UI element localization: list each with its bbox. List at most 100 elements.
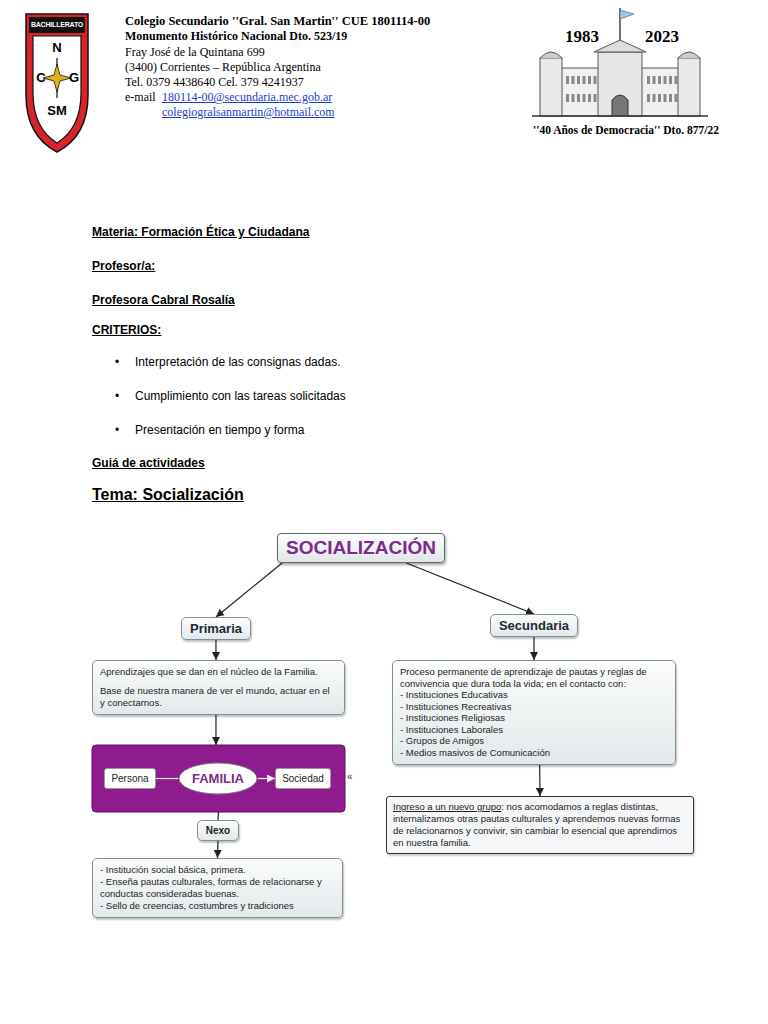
topic-heading: Tema: Socialización [92,486,244,504]
pediment [594,40,646,52]
side-dome [540,52,562,58]
node-text: Aprendizajes que se dan en el núcleo de … [100,666,337,678]
concept-box: Sociedad [275,768,331,789]
ground-line [532,115,708,117]
node-line: - Sello de creencias, costumbres y tradi… [100,900,335,912]
connector [539,765,541,796]
criteria-item: Presentación en tiempo y forma [135,423,304,437]
building-window [594,94,597,102]
node-text: Persona [111,773,148,784]
node-line: - Instituciones Religiosas [400,712,668,724]
node-line: - Enseña pautas culturales, formas de re… [100,876,335,900]
address: Fray José de la Quintana 699 [125,45,265,60]
side-dome [678,52,700,58]
school-logo [26,14,88,152]
building-window [583,94,586,102]
connector [406,563,534,614]
activities-heading: Guiá de actividades [92,456,205,470]
node-line: - Instituciones Laborales [400,724,668,736]
ellipse-shape [179,763,257,794]
door-arch [612,95,628,116]
node-text: Primaria [190,621,242,636]
building-window [572,76,575,84]
concept-box: - Institución social básica, primera.- E… [92,858,343,918]
logo-letter: SM [47,103,67,118]
symbol-mark: « [347,771,353,782]
school-name: Colegio Secundario ''Gral. San Martin'' … [125,14,430,29]
side-wing [540,58,562,116]
concept-box: Persona [104,768,155,789]
node-text: Nexo [206,825,230,836]
node-text: Secundaria [499,618,569,633]
node-line: - Instituciones Educativas [400,689,668,701]
building-window [669,94,672,102]
email-link: 180114-00@secundaria.mec.gob.ar [162,90,332,105]
building-illustration [532,8,708,116]
building-window [653,94,656,102]
address: (3400) Corrientes – República Argentina [125,60,321,75]
node-line: - Instituciones Recreativas [400,701,668,713]
building-tower [598,52,642,116]
school-decree: Monumento Histórico Nacional Dto. 523/19 [125,29,347,44]
node-text: Proceso permanente de aprendizaje de pau… [400,666,668,689]
building-window [566,94,569,102]
logo-letter: C [36,70,45,85]
family-ellipse: FAMILIA [178,762,258,795]
bullet: • [115,355,119,369]
family-band: Persona FAMILIA Sociedad [92,745,345,812]
node-text: SOCIALIZACIÓN [286,537,436,559]
connector [258,778,275,779]
connector [533,637,534,660]
building-window [588,94,591,102]
email-link: colegiogralsanmartin@hotmail.com [162,105,335,120]
shield-banner [29,17,85,33]
connector [217,841,219,858]
teacher-heading: Profesor/a: [92,259,155,273]
concept-box: Proceso permanente de aprendizaje de pau… [392,660,676,765]
building-window [572,94,575,102]
title-box: SOCIALIZACIÓN [277,533,445,563]
logo-letter: G [69,70,79,85]
anniversary-caption: ''40 Años de Democracia'' Dto. 877/22 [533,124,719,136]
bullet: • [115,423,119,437]
shield-inner [33,36,81,143]
side-wing [678,58,700,116]
building-window [594,76,597,84]
teacher-name: Profesora Cabral Rosalía [92,293,235,307]
connector [215,715,216,745]
building-window [566,76,569,84]
criteria-heading: CRITERIOS: [92,323,161,337]
link-box: Nexo [197,820,239,841]
connector [215,640,216,660]
compass-star [43,64,71,92]
building-window [577,94,580,102]
subject-heading: Materia: Formación Ética y Ciudadana [92,225,309,239]
building-window [664,76,667,84]
node-text: FAMILIA [192,771,244,786]
node-line: - Grupos de Amigos [400,735,668,747]
building-window [647,94,650,102]
connector [217,812,219,820]
node-text: - Institución social básica, primera. [100,864,335,876]
logo-letter: N [52,40,61,55]
building-window [647,76,650,84]
year: 2023 [645,27,679,47]
concept-box: Aprendizajes que se dan en el núcleo de … [92,660,345,715]
building-window [658,94,661,102]
email-caption: e-mail [125,90,156,105]
node-text: Sociedad [282,773,324,784]
criteria-item: Interpretación de las consignas dadas. [135,355,340,369]
criteria-item: Cumplimiento con las tareas solicitadas [135,389,346,403]
heading-box: Primaria [181,617,251,640]
year: 1983 [565,27,599,47]
connector [216,563,282,617]
heading-box: Secundaria [490,614,578,637]
building-window [664,94,667,102]
flag [620,10,634,19]
building-window [577,76,580,84]
building-window [675,94,678,102]
node-line: Base de nuestra manera de ver el mundo, … [100,685,337,709]
building-window [583,76,586,84]
bullet: • [115,389,119,403]
